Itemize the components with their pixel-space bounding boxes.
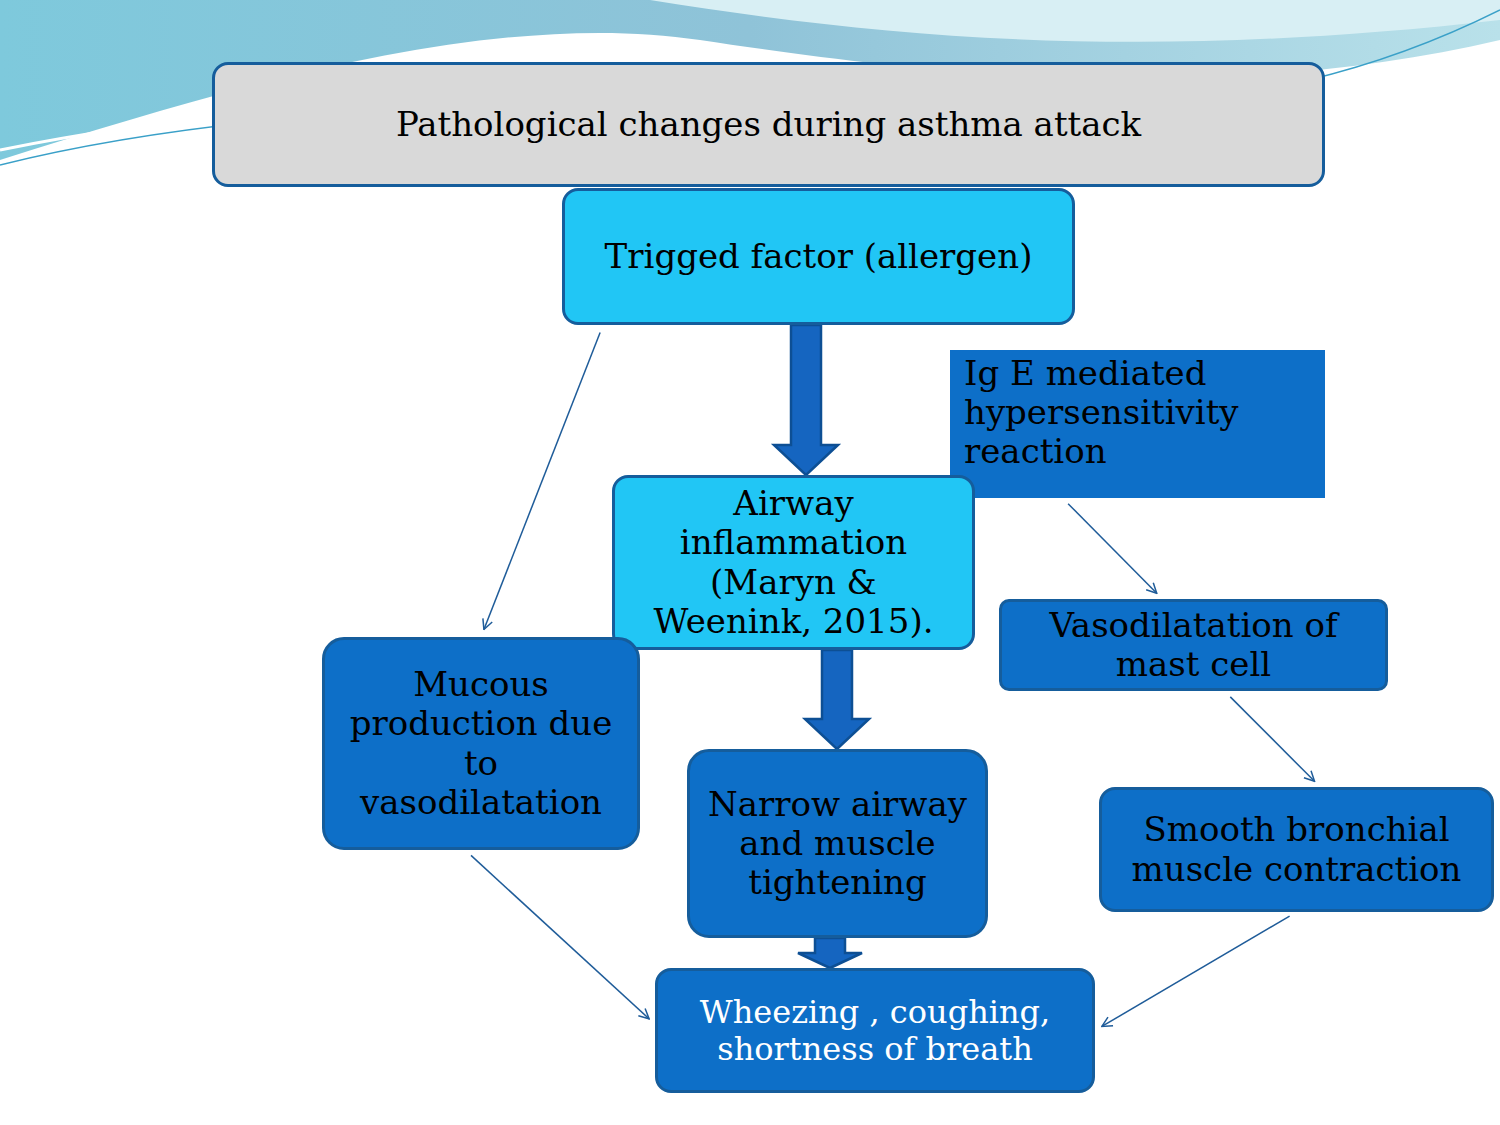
arrow-line: [1230, 697, 1314, 781]
process-box: Narrow airway and muscle tightening: [687, 749, 988, 938]
process-box: Airway inflammation (Maryn & Weenink, 20…: [612, 475, 975, 650]
block-arrow: [798, 938, 862, 968]
arrow-line: [484, 332, 600, 629]
node-text: Trigged factor (allergen): [605, 237, 1033, 276]
process-box: Trigged factor (allergen): [562, 188, 1075, 325]
block-arrow: [805, 650, 869, 749]
result-box: Wheezing , coughing, shortness of breath: [655, 968, 1095, 1093]
wave-highlight: [650, 0, 1500, 42]
note-box: Ig E mediated hypersensitivity reaction: [950, 350, 1325, 498]
node-text: Wheezing , coughing, shortness of breath: [672, 994, 1078, 1068]
node-text: Vasodilatation of mast cell: [1016, 606, 1371, 684]
node-text: Narrow airway and muscle tightening: [704, 785, 971, 902]
title-box: Pathological changes during asthma attac…: [212, 62, 1325, 187]
arrow-line: [471, 855, 649, 1018]
arrow-line: [1102, 916, 1290, 1026]
process-box: Smooth bronchial muscle contraction: [1099, 787, 1494, 912]
process-box: Vasodilatation of mast cell: [999, 599, 1388, 691]
process-box: Mucous production due to vasodilatation: [322, 637, 640, 850]
node-text: Pathological changes during asthma attac…: [396, 105, 1141, 144]
node-text: Ig E mediated hypersensitivity reaction: [964, 354, 1311, 471]
node-text: Smooth bronchial muscle contraction: [1116, 810, 1477, 888]
node-text: Airway inflammation (Maryn & Weenink, 20…: [629, 484, 958, 640]
block-arrow: [774, 325, 838, 475]
node-text: Mucous production due to vasodilatation: [339, 665, 623, 821]
arrow-line: [1068, 504, 1157, 594]
